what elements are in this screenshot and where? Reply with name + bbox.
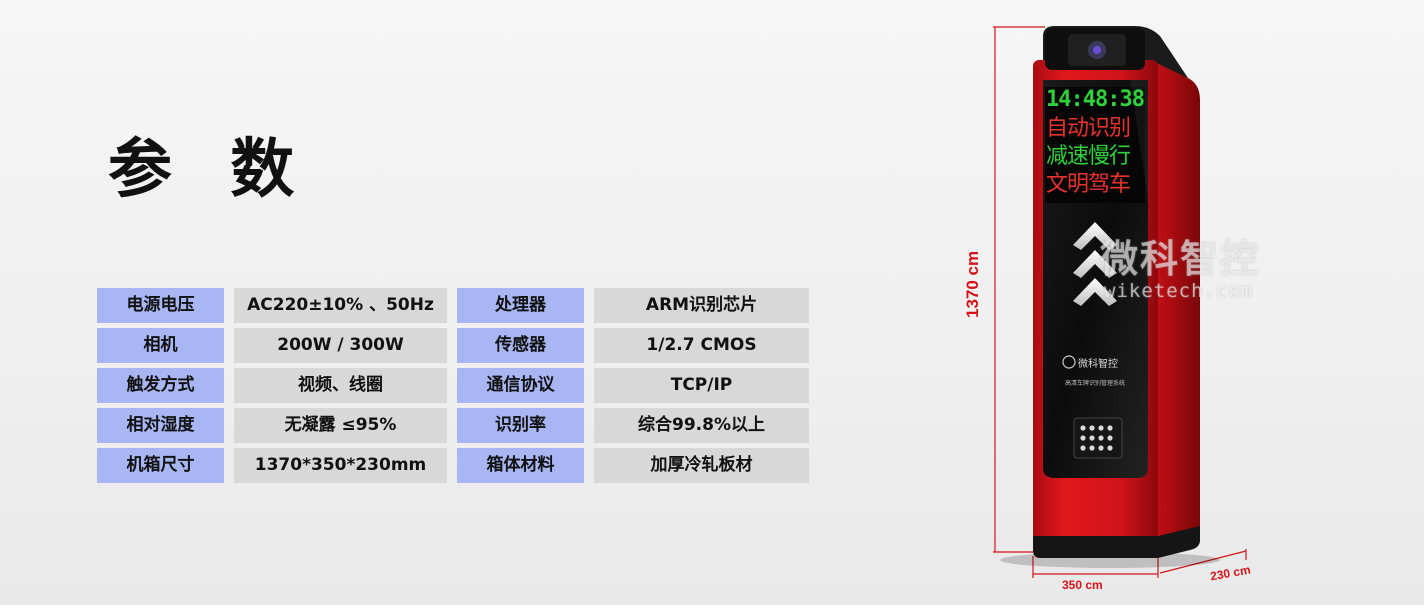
led-screen bbox=[1045, 87, 1145, 203]
watermark-name: 微科智控 bbox=[1100, 237, 1261, 281]
dimension-width-label: 350 cm bbox=[1062, 578, 1103, 592]
spec-value: 1/2.7 CMOS bbox=[594, 328, 809, 363]
spec-label: 识别率 bbox=[457, 408, 584, 443]
spec-label: 通信协议 bbox=[457, 368, 584, 403]
chevron-up-icon bbox=[1073, 222, 1117, 306]
led-line-1: 自动识别 bbox=[1046, 116, 1131, 141]
spec-value: TCP/IP bbox=[594, 368, 809, 403]
brand-subtitle: 高清车牌识别管理系统 bbox=[1064, 380, 1125, 387]
spec-label: 箱体材料 bbox=[457, 448, 584, 483]
spec-value: 综合99.8%以上 bbox=[594, 408, 809, 443]
watermark-url: wiketech.com bbox=[1104, 280, 1254, 302]
brand-logo-text: 微科智控 bbox=[1078, 359, 1118, 370]
spec-label: 电源电压 bbox=[97, 288, 224, 323]
spec-value: 加厚冷轧板材 bbox=[594, 448, 809, 483]
spec-value: 1370*350*230mm bbox=[234, 448, 447, 483]
spec-value: 无凝露 ≤95% bbox=[234, 408, 447, 443]
spec-value: AC220±10% 、50Hz bbox=[234, 288, 447, 323]
led-time: 14:48:38 bbox=[1046, 87, 1145, 112]
spec-label: 机箱尺寸 bbox=[97, 448, 224, 483]
cabinet-base bbox=[1033, 526, 1200, 558]
spec-label: 相机 bbox=[97, 328, 224, 363]
dimension-height-label: 1370 cm bbox=[963, 250, 982, 318]
spec-label: 处理器 bbox=[457, 288, 584, 323]
spec-label: 触发方式 bbox=[97, 368, 224, 403]
led-line-3: 文明驾车 bbox=[1046, 172, 1131, 197]
spec-value: 视频、线圈 bbox=[234, 368, 447, 403]
keypad-buttons-icon bbox=[1080, 425, 1113, 451]
spec-label: 传感器 bbox=[457, 328, 584, 363]
cabinet-side bbox=[1155, 56, 1200, 556]
brand-logo-icon bbox=[1062, 355, 1076, 369]
spec-label: 相对湿度 bbox=[97, 408, 224, 443]
spec-value: ARM识别芯片 bbox=[594, 288, 809, 323]
led-line-2: 减速慢行 bbox=[1046, 144, 1131, 169]
dimension-lines bbox=[993, 26, 1247, 578]
spec-value: 200W / 300W bbox=[234, 328, 447, 363]
page-title: 参 数 bbox=[108, 133, 313, 207]
